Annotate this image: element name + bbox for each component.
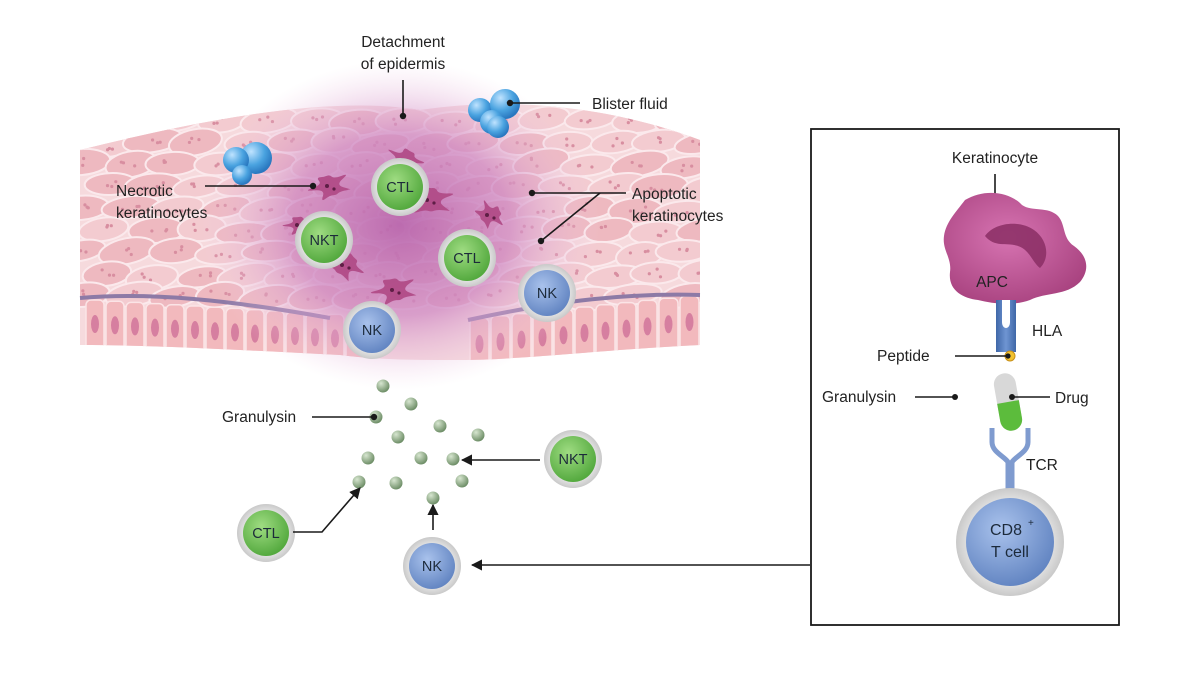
basal-cell [185,305,205,359]
granulysin-callout: Granulysin [222,409,378,426]
epidermal-cell [652,199,700,224]
granulysin-box-label: Granulysin [822,389,896,406]
drug-label: Drug [1055,390,1089,407]
granulysin-granule [376,379,390,393]
nk-cell: NK [403,537,461,595]
ctl-cell-label: CTL [453,251,480,267]
epidermal-cell [103,105,159,132]
ctl-cell-label: CTL [386,180,413,196]
basal-cell [658,297,679,355]
epidermal-cell [167,127,223,157]
drug-capsule [993,373,1023,431]
basal-cell [616,301,637,360]
hla-molecule [996,300,1016,352]
release-arrows [293,454,810,571]
epidermal-cell [149,195,205,220]
tcr-label: TCR [1026,457,1058,474]
detachment-label-line1: Detachment [361,34,445,51]
ctl-cell: CTL [438,229,496,287]
apoptotic-callout: Apoptotic keratinocytes [528,186,724,245]
mechanism-panel: Keratinocyte APC HLA Peptide Drug Granul… [810,128,1120,626]
nkt-cell-label: NKT [559,452,588,468]
keratinocyte [404,186,454,213]
epidermal-cell [81,260,133,288]
hla-label: HLA [1032,323,1063,340]
basal-cell [165,304,185,358]
epidermal-cell [673,130,700,155]
apc-cell: APC [943,192,1087,304]
granulysin-label: Granulysin [222,409,296,426]
ctl-cell: CTL [237,504,295,562]
blister-fluid-callout: Blister fluid [506,96,668,113]
epidermal-cell [659,155,700,180]
epidermal-cell [80,216,130,243]
keratinocyte [370,278,417,305]
epidermal-cell [680,175,700,204]
nkt-cell-label: NKT [310,233,339,249]
granulysin-granule [471,428,485,442]
cd8-t-cell: CD8 + T cell [956,488,1064,596]
detachment-callout: Detachment of epidermis [361,34,446,120]
inflammation-zone [200,60,600,390]
nk-cell-label: NK [537,286,557,302]
epidermal-cell [607,197,665,225]
necrotic-label-line2: keratinocytes [116,205,208,222]
basal-cell [574,306,595,361]
basal-cell [105,300,125,354]
granulysin-granule [446,452,460,466]
nkt-cell: NKT [295,211,353,269]
keratinocyte [307,174,351,201]
epidermal-cell [80,109,110,134]
necrotic-callout: Necrotic keratinocytes [116,182,317,222]
blister-fluid-label: Blister fluid [592,96,668,113]
nk-cell-label: NK [362,323,382,339]
basal-cell [205,306,225,360]
detachment-label-line2: of epidermis [361,56,446,73]
blister-fluid-bubbles [223,89,520,185]
necrotic-label-line1: Necrotic [116,183,173,200]
epidermal-cell [148,237,204,265]
granulysin-granule [455,474,469,488]
nk-cell: NK [518,264,576,322]
basal-cell [637,299,658,358]
basal-cell [679,295,700,353]
granulysin-granule [389,476,403,490]
granulysin-granule [361,451,375,465]
epidermal-cell [654,239,700,263]
tcr-receptor [989,428,1031,492]
granulysin-granule [404,397,418,411]
keratinocyte [326,250,364,282]
basal-cell [595,304,616,361]
keratinocyte [474,200,503,229]
granulysin-granule [414,451,428,465]
t-cell-label: T cell [991,544,1029,561]
apoptotic-label-line1: Apoptotic [632,186,697,203]
granulysin-granule [391,430,405,444]
apc-label: APC [976,274,1008,291]
nk-cell: NK [343,301,401,359]
nk-cell-label: NK [422,559,442,575]
basal-cell [145,302,165,357]
granulysin-granule [433,419,447,433]
granulysin-granule [352,475,366,489]
epidermal-cell [675,216,700,243]
basal-cell [125,301,145,356]
basal-cell [85,299,105,353]
keratinocyte-label: Keratinocyte [952,150,1038,167]
epidermal-cell [677,258,700,286]
apoptotic-label-line2: keratinocytes [632,208,724,225]
ctl-cell-label: CTL [252,526,279,542]
granulysin-granule [426,491,440,505]
ctl-cell: CTL [371,158,429,216]
cd8-label: CD8 [990,522,1022,539]
nkt-cell: NKT [544,430,602,488]
peptide-label: Peptide [877,348,930,365]
cd8-superscript: + [1028,518,1034,529]
